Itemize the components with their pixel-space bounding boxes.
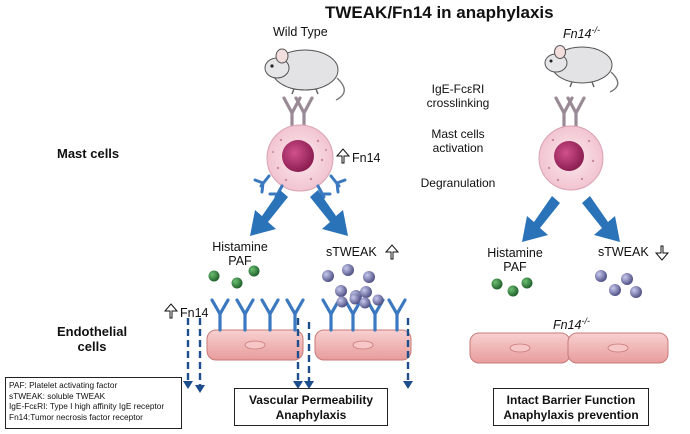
wt-ige-receptor-icon: [282, 96, 314, 130]
step-mast-cell-activation: Mast cells activation: [410, 127, 506, 156]
endo-fn14-label: Fn14: [180, 306, 209, 320]
abbreviation-legend: PAF: Platelet activating factor sTWEAK: …: [5, 377, 182, 429]
endothelial-row-label-line1: Endothelial: [57, 324, 128, 339]
wt-stweak-label: sTWEAK: [326, 245, 377, 259]
wt-histamine-paf-label: Histamine PAF: [205, 240, 275, 269]
ko-endothelial-cell-right: [567, 332, 669, 364]
ko-outcome-box: Intact Barrier Function Anaphylaxis prev…: [493, 388, 649, 426]
knockout-mouse-label: Fn14-/-: [563, 25, 600, 42]
ko-histamine-label: Histamine: [487, 246, 543, 260]
mast-fn14-up-arrow-icon: [335, 148, 351, 164]
wt-outcome-box: Vascular Permeability Anaphylaxis: [234, 388, 388, 426]
wt-bound-stweak-granules: [336, 293, 384, 309]
knockout-mouse-icon: [544, 45, 619, 93]
wt-stweak-granules: [322, 264, 375, 302]
ko-stweak-label: sTWEAK: [598, 245, 649, 259]
ko-histamine-paf-granules: [491, 277, 533, 297]
ko-histamine-paf-label: Histamine PAF: [480, 246, 550, 275]
endothelial-row-label: Endothelial cells: [57, 324, 128, 355]
ko-arrow-to-stweak-icon: [582, 196, 620, 242]
ko-endothelial-label: Fn14-/-: [553, 316, 590, 333]
ko-endothelial-cell-left: [469, 332, 571, 364]
wt-histamine-label: Histamine: [212, 240, 268, 254]
ko-outcome-line1: Intact Barrier Function: [506, 393, 636, 407]
stweak-up-arrow-icon: [384, 244, 400, 260]
wt-histamine-paf-granules: [208, 265, 260, 289]
ko-endo-label-sup: -/-: [581, 316, 591, 326]
diagram-title: TWEAK/Fn14 in anaphylaxis: [325, 3, 554, 22]
wild-type-label: Wild Type: [273, 25, 328, 39]
legend-item-paf: PAF: Platelet activating factor: [9, 380, 118, 390]
wt-mast-cell: [266, 124, 334, 192]
wt-arrow-to-stweak-icon: [310, 190, 348, 236]
ko-mast-cell: [538, 125, 604, 191]
ko-outcome-line2: Anaphylaxis prevention: [503, 408, 639, 422]
ko-paf-label: PAF: [503, 260, 527, 275]
permeability-dashed-arrows-icon: [186, 318, 410, 386]
step-activation-line2: activation: [432, 140, 484, 155]
wt-arrow-to-histamine-icon: [250, 190, 288, 236]
knockout-label-text: Fn14: [563, 27, 592, 42]
wt-paf-label: PAF: [228, 254, 252, 269]
step-degranulation: Degranulation: [420, 176, 496, 190]
wild-type-mouse-icon: [264, 48, 345, 101]
wt-endothelial-cell-left: [206, 329, 304, 361]
ko-ige-receptor-icon: [554, 96, 586, 130]
ko-stweak-granules: [595, 270, 642, 298]
step-ige-line1: IgE-FcεRI: [431, 82, 485, 96]
endo-fn14-up-arrow-icon: [163, 303, 179, 319]
ko-arrow-to-histamine-icon: [522, 196, 560, 242]
wt-outcome-line1: Vascular Permeability: [248, 393, 374, 407]
legend-item-stweak: sTWEAK: soluble TWEAK: [9, 390, 106, 401]
step-ige-crosslinking: IgE-FcεRI crosslinking: [410, 82, 506, 111]
stweak-down-arrow-icon: [654, 245, 670, 261]
legend-item-fn14: Fn14:Tumor necrosis factor receptor: [9, 411, 143, 422]
wt-endothelial-cell-right: [314, 329, 412, 361]
knockout-label-sup: -/-: [591, 25, 601, 35]
endothelial-row-label-line2: cells: [77, 338, 107, 354]
wt-outcome-line2: Anaphylaxis: [275, 408, 347, 422]
step-activation-line1: Mast cells: [431, 127, 485, 141]
step-ige-line2: crosslinking: [426, 95, 490, 110]
mast-fn14-label: Fn14: [352, 151, 381, 165]
permeability-arrowheads-icon: [183, 381, 413, 393]
ko-endo-label-text: Fn14: [553, 318, 582, 333]
legend-item-ige: IgE-FcεRI: Type I high affinity IgE rece…: [9, 401, 165, 412]
mast-cells-row-label: Mast cells: [57, 146, 120, 161]
